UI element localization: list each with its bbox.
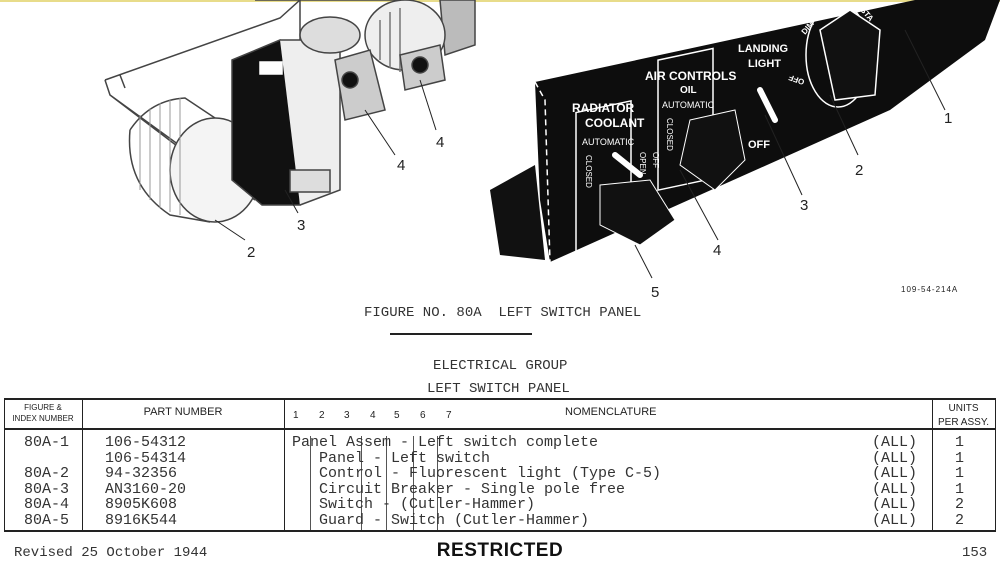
row-part-number: 94-32356 — [105, 465, 178, 482]
table-rule — [4, 398, 996, 400]
switch-panel-drawing: RADIATOR COOLANT AIR CONTROLS OIL AUTOMA… — [490, 0, 1000, 264]
label-on: ON — [747, 13, 764, 25]
indent-7: 7 — [446, 410, 452, 421]
row-index: 80A-2 — [24, 465, 70, 482]
row-nomenclature: Guard - Switch (Cutler-Hammer) — [319, 512, 590, 529]
row-units: 2 — [955, 512, 965, 529]
callout-1: 1 — [944, 110, 952, 127]
row-part-number: 106-54312 — [105, 434, 187, 451]
callout-5-right: 5 — [651, 284, 659, 300]
label-air-controls: AIR CONTROLS — [645, 69, 736, 83]
right-callout-leaders — [634, 29, 946, 279]
table-rule — [932, 398, 933, 532]
row-usage: (ALL) — [872, 512, 918, 529]
row-index: 80A-1 — [24, 434, 70, 451]
indent-5: 5 — [394, 410, 400, 421]
header-units-line2: PER ASSY. — [938, 417, 989, 428]
figure-caption: FIGURE NO. 80A LEFT SWITCH PANEL — [364, 305, 642, 321]
header-figure-line1: FIGURE & — [24, 403, 62, 412]
label-closed-1: CLOSED — [584, 155, 593, 188]
row-usage: (ALL) — [872, 496, 918, 513]
caption-underline — [390, 333, 532, 335]
row-nomenclature: Panel - Left switch — [319, 450, 491, 467]
label-automatic-2: AUTOMATIC — [662, 100, 715, 110]
label-light: LIGHT — [748, 58, 781, 70]
indent-4: 4 — [370, 410, 376, 421]
drawing-number: 109-54-214A — [901, 285, 958, 294]
group-title: ELECTRICAL GROUP — [433, 358, 568, 374]
classification-label: RESTRICTED — [436, 540, 564, 561]
indent-2: 2 — [319, 410, 325, 421]
row-usage: (ALL) — [872, 434, 918, 451]
label-landing: LANDING — [738, 43, 788, 55]
label-radiator: RADIATOR — [572, 101, 635, 115]
indent-rule — [437, 436, 438, 530]
indent-rule — [413, 436, 414, 530]
row-usage: (ALL) — [872, 465, 918, 482]
row-nomenclature: Panel Assem - Left switch complete — [292, 434, 599, 451]
page-number: 153 — [962, 545, 988, 561]
label-coolant: COOLANT — [585, 116, 645, 130]
callout-2: 2 — [247, 244, 255, 261]
indent-6: 6 — [420, 410, 426, 421]
callout-4b: 4 — [436, 134, 444, 151]
row-index: 80A-4 — [24, 496, 70, 513]
header-part-number: PART NUMBER — [143, 406, 223, 418]
label-automatic-1: AUTOMATIC — [582, 137, 635, 147]
row-units: 2 — [955, 496, 965, 513]
table-rule — [995, 398, 996, 532]
indent-rule — [310, 436, 311, 530]
header-figure-line2: INDEX NUMBER — [12, 414, 74, 423]
revision-date: Revised 25 October 1944 — [14, 545, 208, 561]
row-units: 1 — [955, 434, 965, 451]
indent-1: 1 — [293, 410, 299, 421]
row-part-number: 8916K544 — [105, 512, 178, 529]
label-open: OPEN — [638, 152, 647, 175]
table-rule — [4, 530, 996, 532]
row-part-number: 8905K608 — [105, 496, 178, 513]
callout-3: 3 — [297, 217, 305, 234]
table-rule — [284, 398, 285, 532]
callout-4: 4 — [397, 157, 405, 174]
row-units: 1 — [955, 450, 965, 467]
header-figure-index: FIGURE & INDEX NUMBER — [4, 402, 82, 424]
label-off-2: OFF — [748, 139, 770, 151]
header-nomenclature: NOMENCLATURE — [565, 406, 657, 418]
header-units-line1: UNITS — [948, 403, 979, 414]
row-nomenclature: Switch - (Cutler-Hammer) — [319, 496, 536, 513]
table-rule — [4, 428, 996, 430]
label-oil: OIL — [680, 85, 697, 96]
header-units: UNITS PER ASSY. — [932, 402, 995, 430]
row-index: 80A-5 — [24, 512, 70, 529]
left-callout-leaders — [214, 79, 437, 241]
indent-rule — [386, 436, 387, 530]
callout-2-right: 2 — [855, 162, 863, 179]
row-part-number: 106-54314 — [105, 450, 187, 467]
table-rule — [82, 398, 83, 532]
top-border — [0, 0, 1000, 2]
indent-3: 3 — [344, 410, 350, 421]
row-units: 1 — [955, 481, 965, 498]
row-part-number: AN3160-20 — [105, 481, 187, 498]
table-rule — [4, 398, 5, 532]
group-subtitle: LEFT SWITCH PANEL — [427, 381, 570, 397]
callout-4-right: 4 — [713, 242, 721, 259]
callout-3-right: 3 — [800, 197, 808, 214]
row-usage: (ALL) — [872, 481, 918, 498]
left-assembly-drawing — [104, 0, 476, 223]
row-nomenclature: Circuit Breaker - Single pole free — [319, 481, 626, 498]
label-closed-2: CLOSED — [665, 118, 674, 151]
row-index: 80A-3 — [24, 481, 70, 498]
row-nomenclature: Control - Fluorescent light (Type C-5) — [319, 465, 662, 482]
label-dial-on: ON — [828, 1, 840, 10]
label-off-1: OFF — [651, 152, 660, 168]
exploded-view-illustration: 2 3 4 4 RADIATOR COOLANT AIR CONTROLS OI… — [104, 0, 1000, 300]
row-units: 1 — [955, 465, 965, 482]
row-usage: (ALL) — [872, 450, 918, 467]
indent-rule — [361, 436, 362, 530]
